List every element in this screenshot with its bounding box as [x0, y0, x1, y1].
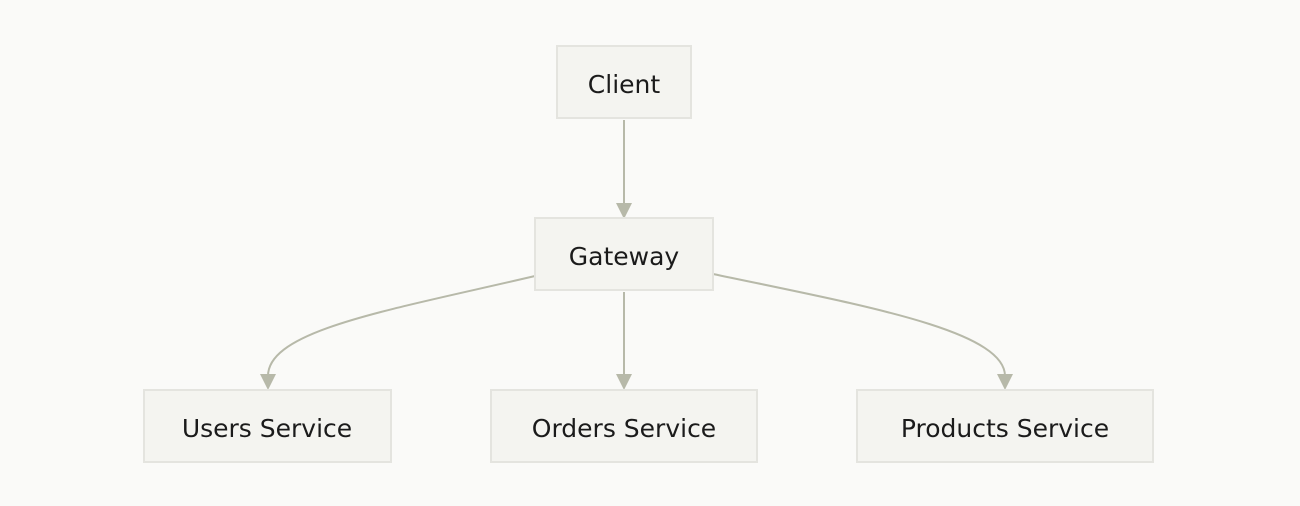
- node-users-service-label: Users Service: [182, 414, 352, 443]
- node-users-service: Users Service: [143, 389, 392, 463]
- node-client: Client: [556, 45, 692, 119]
- edge-gateway-products-arrowhead: [997, 374, 1013, 390]
- node-client-box: [556, 45, 692, 119]
- node-products-service-box: [856, 389, 1154, 463]
- edge-gateway-users: [267, 275, 536, 377]
- node-products-service: Products Service: [856, 389, 1154, 463]
- node-orders-service-label: Orders Service: [532, 414, 716, 443]
- node-gateway: Gateway: [534, 217, 714, 291]
- node-users-service-box: [143, 389, 392, 463]
- node-client-label: Client: [588, 70, 661, 99]
- edge-gateway-orders-arrowhead: [616, 374, 632, 390]
- node-products-service-label: Products Service: [901, 414, 1109, 443]
- node-orders-service-box: [490, 389, 758, 463]
- node-gateway-label: Gateway: [569, 242, 680, 271]
- node-orders-service: Orders Service: [490, 389, 758, 463]
- edge-gateway-users-arrowhead: [260, 374, 276, 390]
- edges: [260, 120, 1013, 390]
- node-gateway-box: [534, 217, 714, 291]
- edge-client-gateway-arrowhead: [616, 203, 632, 219]
- edge-gateway-products: [712, 273, 1006, 377]
